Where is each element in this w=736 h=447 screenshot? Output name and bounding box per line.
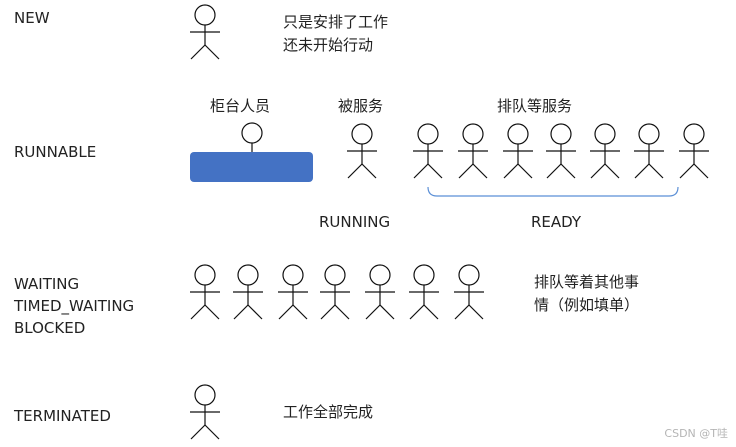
ready-queue-bracket: [427, 186, 679, 197]
note-new-line2: 还未开始行动: [283, 36, 374, 54]
figure-ready-5: [590, 123, 620, 179]
figure-waiting-3: [278, 264, 308, 320]
state-timed-waiting: TIMED_WAITING: [14, 297, 135, 315]
state-waiting: WAITING: [14, 275, 80, 293]
figure-ready-6: [634, 123, 664, 179]
figure-ready-3: [503, 123, 533, 179]
note-new-line1: 只是安排了工作: [283, 13, 389, 31]
figure-new: [190, 4, 220, 60]
state-terminated: TERMINATED: [14, 407, 111, 425]
note-terminated: 工作全部完成: [283, 403, 374, 421]
note-waiting-line2: 情（例如填单）: [534, 296, 640, 314]
figure-waiting-7: [454, 264, 484, 320]
figure-ready-4: [546, 123, 576, 179]
state-new: NEW: [14, 9, 50, 27]
figure-waiting-2: [233, 264, 263, 320]
figure-waiting-4: [320, 264, 350, 320]
figure-counter-staff: [241, 122, 263, 144]
figure-ready-2: [458, 123, 488, 179]
watermark: CSDN @T哇: [664, 427, 728, 440]
label-queue-for-service: 排队等服务: [497, 97, 573, 115]
state-runnable: RUNNABLE: [14, 143, 97, 161]
counter-desk: [190, 152, 313, 182]
label-running: RUNNING: [319, 213, 391, 231]
figure-waiting-5: [365, 264, 395, 320]
figure-ready-1: [413, 123, 443, 179]
figure-running: [347, 123, 377, 179]
state-blocked: BLOCKED: [14, 319, 86, 337]
note-waiting-line1: 排队等着其他事: [534, 273, 640, 291]
label-counter-staff: 柜台人员: [210, 97, 271, 115]
label-ready: READY: [531, 213, 582, 231]
figure-waiting-1: [190, 264, 220, 320]
figure-ready-7: [679, 123, 709, 179]
figure-terminated: [190, 384, 220, 440]
figure-waiting-6: [409, 264, 439, 320]
label-being-served: 被服务: [338, 97, 384, 115]
